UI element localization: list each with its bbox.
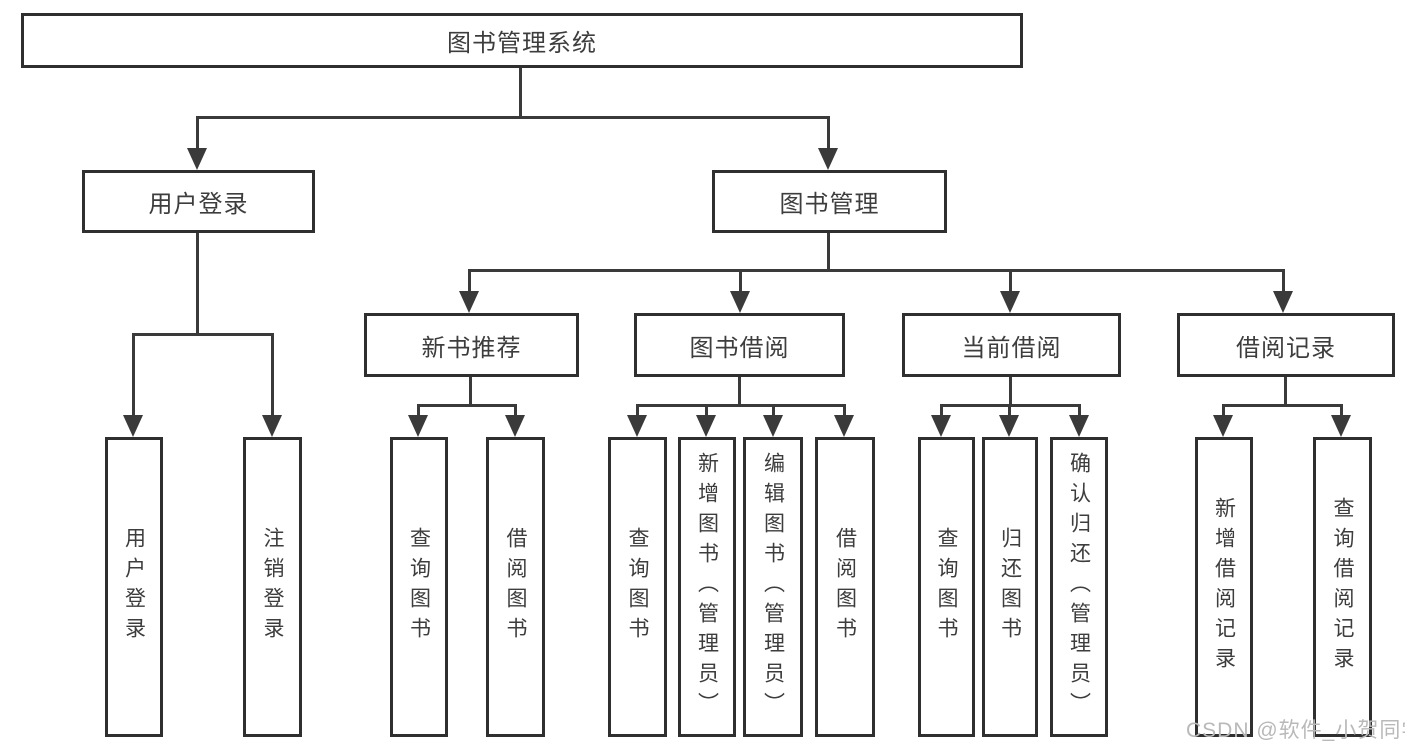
connector-line <box>468 269 1285 272</box>
arrowhead-down-icon <box>459 291 479 313</box>
leaf-query-borrow-record: 查询借阅记录 <box>1313 437 1372 737</box>
node-book-borrow-label: 图书借阅 <box>689 334 790 362</box>
arrowhead-down-icon <box>999 415 1019 437</box>
connector-line <box>1282 269 1285 291</box>
connector-line <box>519 68 522 119</box>
leaf-borrow-book: 借阅图书 <box>815 437 875 737</box>
leaf-confirm-return-admin-label: 确认归还（管理员） <box>1067 452 1091 722</box>
connector-line <box>1222 404 1225 418</box>
connector-line <box>417 404 420 418</box>
connector-line <box>469 377 472 407</box>
node-borrow-record-label: 借阅记录 <box>1236 334 1336 362</box>
connector-line <box>417 404 517 407</box>
connector-line <box>196 116 830 119</box>
arrowhead-down-icon <box>1069 415 1089 437</box>
connector-line <box>196 233 199 336</box>
connector-line <box>132 333 274 336</box>
connector-line <box>1008 404 1011 418</box>
leaf-edit-book-admin: 编辑图书（管理员） <box>743 437 803 737</box>
leaf-query-current-borrow-label: 查询图书 <box>935 527 958 647</box>
arrowhead-down-icon <box>931 415 951 437</box>
connector-line <box>636 404 846 407</box>
connector-line <box>739 269 742 291</box>
arrowhead-down-icon <box>627 415 647 437</box>
node-new-book-recommend: 新书推荐 <box>364 313 579 377</box>
arrowhead-down-icon <box>1213 415 1233 437</box>
leaf-logout-label: 注销登录 <box>261 527 284 647</box>
connector-line <box>772 404 775 418</box>
connector-line <box>843 404 846 418</box>
leaf-confirm-return-admin: 确认归还（管理员） <box>1050 437 1108 737</box>
connector-line <box>1284 377 1287 407</box>
arrowhead-down-icon <box>123 415 143 437</box>
leaf-add-book-admin: 新增图书（管理员） <box>678 437 736 737</box>
leaf-query-borrow-record-label: 查询借阅记录 <box>1331 497 1354 677</box>
connector-line <box>636 404 639 418</box>
connector-line <box>940 404 943 418</box>
leaf-edit-book-admin-label: 编辑图书（管理员） <box>761 452 785 722</box>
connector-line <box>738 377 741 407</box>
node-root-label: 图书管理系统 <box>447 30 597 57</box>
node-book-borrow: 图书借阅 <box>634 313 845 377</box>
node-book-management: 图书管理 <box>712 170 947 233</box>
node-new-book-recommend-label: 新书推荐 <box>421 334 522 362</box>
connector-line <box>1222 404 1343 407</box>
arrowhead-down-icon <box>1000 291 1020 313</box>
arrowhead-down-icon <box>763 415 783 437</box>
watermark: CSDN @软件_小贺同学 <box>1186 719 1405 742</box>
leaf-borrow-book-label: 借阅图书 <box>833 527 857 647</box>
arrowhead-down-icon <box>818 148 838 170</box>
connector-line <box>514 404 517 418</box>
connector-line <box>468 269 471 291</box>
arrowhead-down-icon <box>1331 415 1351 437</box>
leaf-add-borrow-record-label: 新增借阅记录 <box>1212 497 1236 677</box>
arrowhead-down-icon <box>834 415 854 437</box>
leaf-user-login-label: 用户登录 <box>122 527 146 647</box>
leaf-add-book-admin-label: 新增图书（管理员） <box>695 452 719 722</box>
arrowhead-down-icon <box>505 415 525 437</box>
node-borrow-record: 借阅记录 <box>1177 313 1395 377</box>
connector-line <box>827 116 830 152</box>
node-user-login: 用户登录 <box>82 170 315 233</box>
connector-line <box>196 116 199 152</box>
arrowhead-down-icon <box>730 291 750 313</box>
arrowhead-down-icon <box>696 415 716 437</box>
connector-line <box>1009 377 1012 407</box>
leaf-return-book: 归还图书 <box>982 437 1038 737</box>
leaf-query-current-borrow: 查询图书 <box>918 437 975 737</box>
connector-line <box>705 404 708 418</box>
leaf-borrow-book-recommend-label: 借阅图书 <box>504 527 527 647</box>
node-root: 图书管理系统 <box>21 13 1023 68</box>
arrowhead-down-icon <box>187 148 207 170</box>
connector-line <box>1009 269 1012 291</box>
leaf-query-book-borrow: 查询图书 <box>608 437 667 737</box>
connector-line <box>271 333 274 415</box>
node-current-borrow: 当前借阅 <box>902 313 1121 377</box>
connector-line <box>132 333 135 415</box>
leaf-return-book-label: 归还图书 <box>998 527 1022 647</box>
leaf-logout: 注销登录 <box>243 437 302 737</box>
leaf-query-book-borrow-label: 查询图书 <box>626 527 649 647</box>
node-book-management-label: 图书管理 <box>779 191 880 218</box>
connector-line <box>1078 404 1081 418</box>
leaf-query-book-recommend: 查询图书 <box>390 437 448 737</box>
arrowhead-down-icon <box>408 415 428 437</box>
node-current-borrow-label: 当前借阅 <box>961 334 1062 362</box>
leaf-add-borrow-record: 新增借阅记录 <box>1195 437 1253 737</box>
leaf-borrow-book-recommend: 借阅图书 <box>486 437 545 737</box>
connector-line <box>1340 404 1343 418</box>
connector-line <box>827 233 830 272</box>
leaf-query-book-recommend-label: 查询图书 <box>407 527 431 647</box>
arrowhead-down-icon <box>1273 291 1293 313</box>
leaf-user-login: 用户登录 <box>105 437 163 737</box>
arrowhead-down-icon <box>262 415 282 437</box>
node-user-login-label: 用户登录 <box>148 191 249 218</box>
